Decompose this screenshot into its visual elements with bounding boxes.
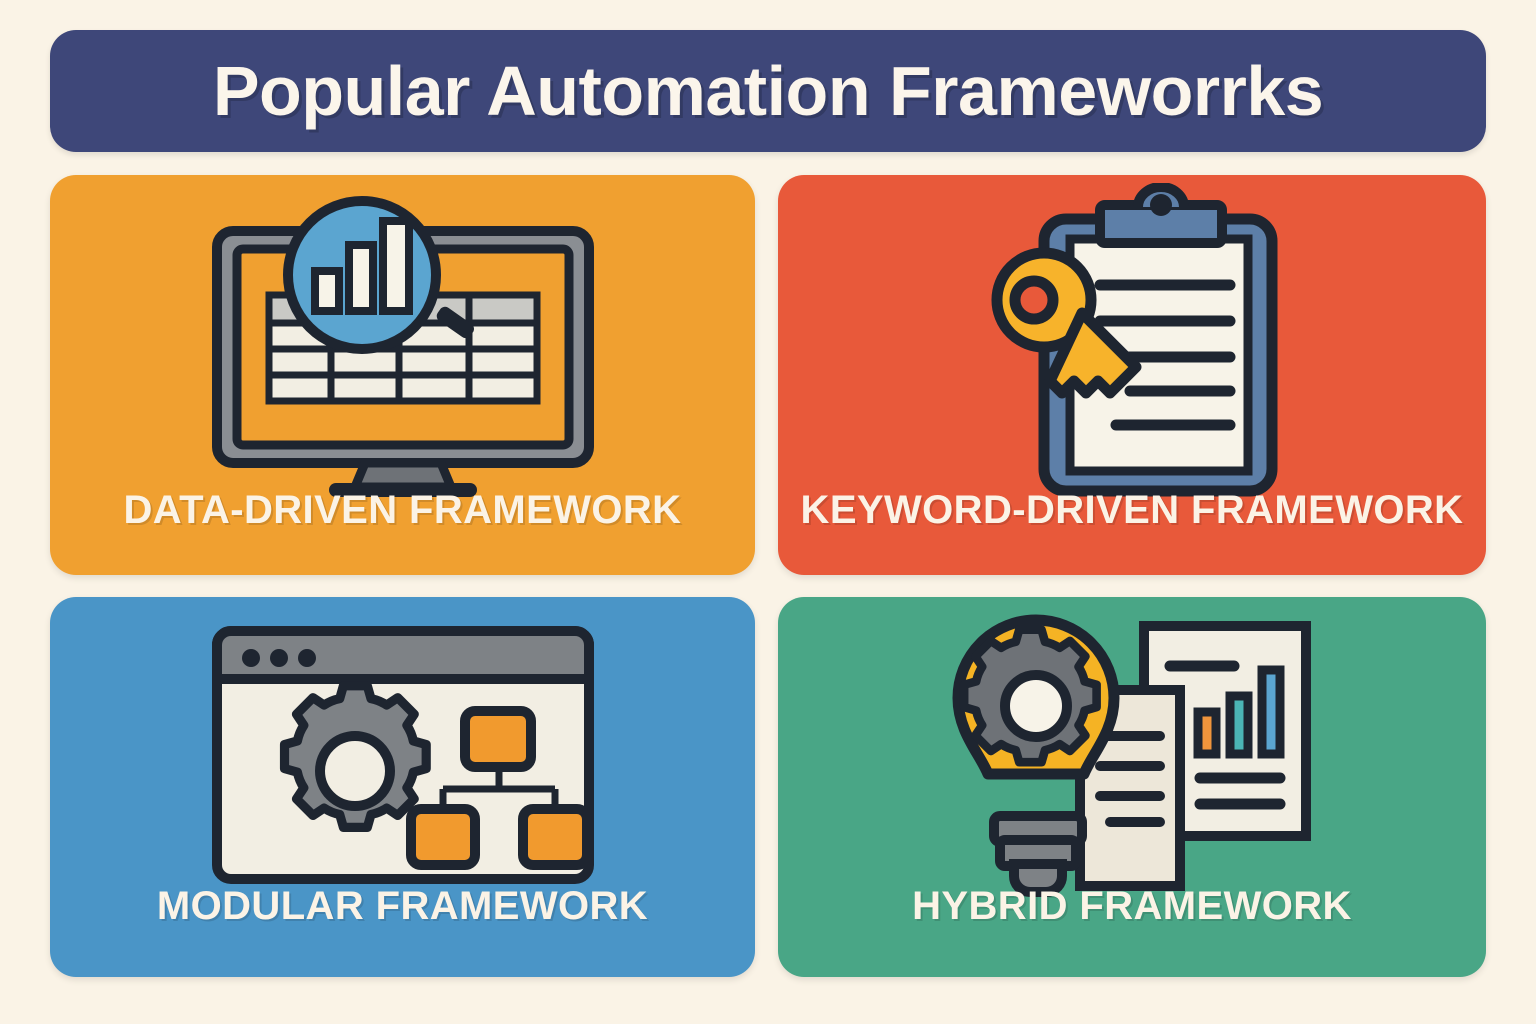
page-title: Popular Automation Frameworrks xyxy=(212,52,1324,130)
chart-bar-blue xyxy=(1257,665,1285,758)
panel-keyword-driven[interactable]: KEYWORD-DRIVEN FRAMEWORK xyxy=(778,175,1486,575)
magnifier-handle xyxy=(436,306,474,339)
gear-icon xyxy=(959,624,1101,767)
lightbulb-base-tip xyxy=(1009,858,1067,897)
browser-title-bar xyxy=(211,625,594,684)
keyword-driven-icon-svg xyxy=(991,183,1278,497)
browser-gear-hierarchy-icon xyxy=(50,607,755,902)
panel-data-driven[interactable]: DATA-DRIVEN FRAMEWORK xyxy=(50,175,755,575)
panel-modular[interactable]: MODULAR FRAMEWORK xyxy=(50,597,755,977)
clipboard-key-icon xyxy=(778,183,1486,503)
chart-bar-teal xyxy=(1225,691,1253,758)
header-banner: Popular Automation Frameworrks xyxy=(50,30,1486,152)
lightbulb-gear-documents-icon xyxy=(778,607,1486,902)
gear-center xyxy=(314,730,395,811)
panel-hybrid[interactable]: HYBRID FRAMEWORK xyxy=(778,597,1486,977)
panel-label-keyword-driven: KEYWORD-DRIVEN FRAMEWORK xyxy=(800,488,1464,532)
module-tree-boxes xyxy=(405,705,592,870)
bar-chart xyxy=(310,217,413,315)
modular-icon-svg xyxy=(211,625,594,884)
monitor-stand-base xyxy=(328,483,477,497)
key-shaft xyxy=(1044,307,1142,399)
data-driven-icon-svg xyxy=(211,196,594,497)
panel-label-modular: MODULAR FRAMEWORK xyxy=(156,884,649,928)
monitor-spreadsheet-magnifier-icon xyxy=(50,183,755,503)
hybrid-icon-svg xyxy=(952,614,1311,897)
panel-label-hybrid: HYBRID FRAMEWORK xyxy=(912,884,1352,928)
title-bar-dots xyxy=(241,648,316,667)
chart-bar-orange xyxy=(1193,707,1221,758)
key-bow-hole xyxy=(1009,275,1059,325)
gear-center xyxy=(1000,669,1072,742)
key-icon xyxy=(991,247,1142,399)
gear-icon xyxy=(279,680,431,832)
panel-label-data-driven: DATA-DRIVEN FRAMEWORK xyxy=(123,488,682,532)
clipboard-clip-hole xyxy=(1150,194,1172,216)
